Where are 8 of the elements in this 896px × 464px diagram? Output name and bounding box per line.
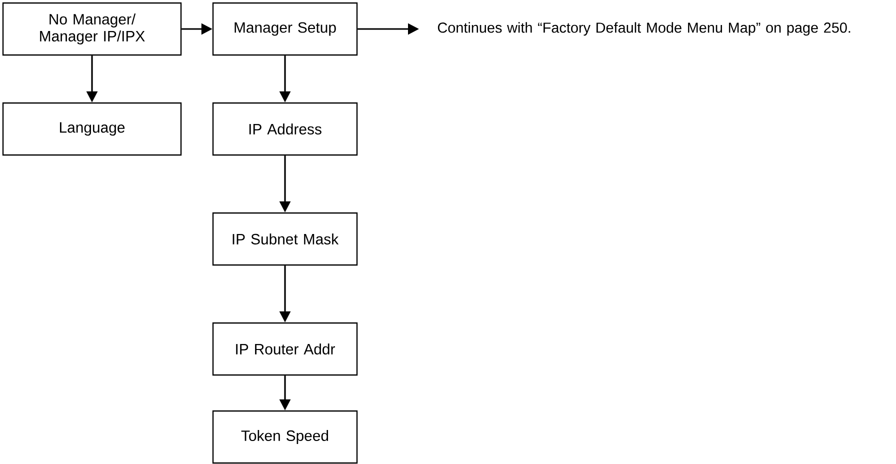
menu-box: No Manager/ Manager IP/IPX xyxy=(2,2,182,56)
menu-box: Manager Setup xyxy=(212,2,358,56)
menu-box: Language xyxy=(2,102,182,156)
menu-box: IP Address xyxy=(212,102,358,156)
menu-box: IP Router Addr xyxy=(212,322,358,376)
menu-box: IP Subnet Mask xyxy=(212,212,358,266)
note-text: Continues with “Factory Default Mode Menu Map” on page 250. xyxy=(438,22,850,36)
menu-box: Token Speed xyxy=(212,410,358,464)
